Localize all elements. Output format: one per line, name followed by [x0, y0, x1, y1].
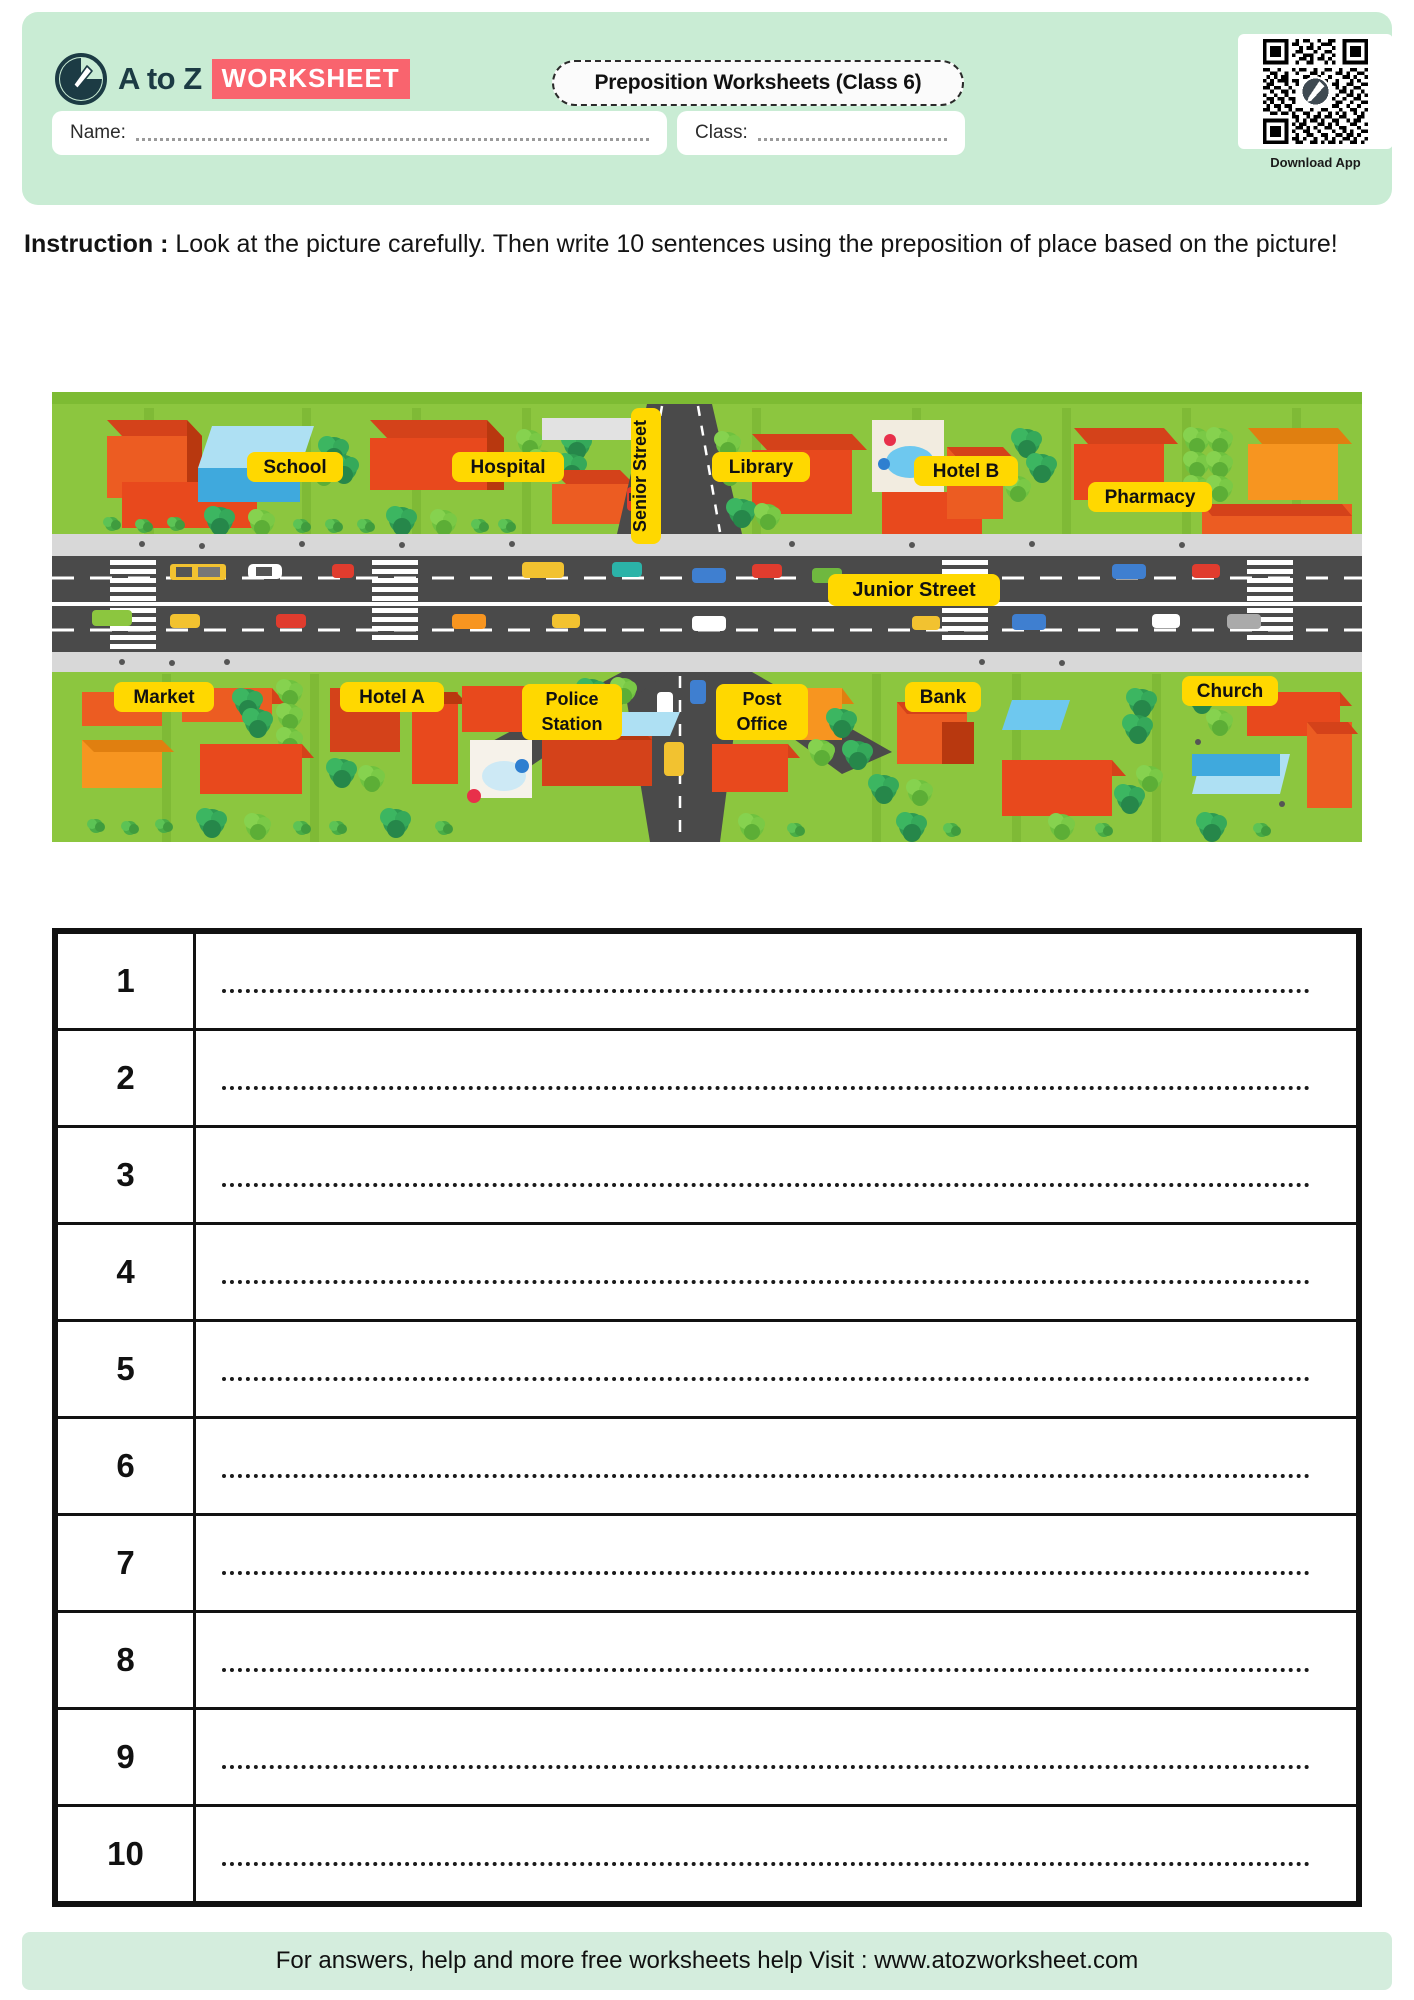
page-footer: For answers, help and more free workshee…	[22, 1932, 1392, 1990]
download-app-caption: Download App	[1270, 155, 1361, 170]
worksheet-title-badge: Preposition Worksheets (Class 6)	[552, 60, 964, 106]
table-row: 8	[55, 1610, 1359, 1710]
table-row: 2	[55, 1028, 1359, 1128]
map-label-hotel-a: Hotel A	[340, 682, 444, 712]
instruction-prefix: Instruction :	[24, 230, 169, 258]
answer-row-number: 4	[55, 1222, 196, 1322]
answer-dotted-line	[222, 1376, 1310, 1381]
table-row: 5	[55, 1319, 1359, 1419]
svg-text:Post: Post	[742, 689, 781, 709]
svg-text:Station: Station	[542, 714, 603, 734]
svg-text:Junior Street: Junior Street	[852, 579, 976, 601]
answer-input-cell[interactable]	[193, 1222, 1359, 1322]
answer-row-number: 3	[55, 1125, 196, 1225]
qr-code-icon	[1263, 39, 1368, 144]
answer-dotted-line	[222, 1667, 1310, 1672]
logo-text: A to Z	[118, 61, 202, 96]
table-row: 6	[55, 1416, 1359, 1516]
answer-row-number: 1	[55, 931, 196, 1031]
table-row: 10	[55, 1804, 1359, 1904]
answer-dotted-line	[222, 1764, 1310, 1769]
answer-input-cell[interactable]	[193, 1028, 1359, 1128]
svg-text:Hotel A: Hotel A	[359, 687, 425, 708]
svg-text:School: School	[263, 457, 326, 478]
class-input-line[interactable]	[757, 138, 947, 141]
footer-text: For answers, help and more free workshee…	[275, 1947, 1139, 1974]
table-row: 1	[55, 931, 1359, 1031]
map-label-pharmacy: Pharmacy	[1088, 482, 1212, 512]
answer-input-cell[interactable]	[193, 1416, 1359, 1516]
svg-text:Hospital: Hospital	[471, 457, 546, 478]
answer-input-cell[interactable]	[193, 1804, 1359, 1904]
map-label-church: Church	[1182, 676, 1278, 706]
answer-dotted-line	[222, 1182, 1310, 1187]
answer-row-number: 2	[55, 1028, 196, 1128]
svg-text:Senior Street: Senior Street	[630, 420, 650, 532]
qr-code[interactable]	[1238, 34, 1393, 149]
table-row: 4	[55, 1222, 1359, 1322]
map-label-police-station: Police Station	[522, 684, 622, 740]
answer-row-number: 5	[55, 1319, 196, 1419]
name-field[interactable]: Name:	[52, 111, 667, 155]
instruction-text: Instruction : Look at the picture carefu…	[24, 228, 1384, 262]
map-label-hospital: Hospital	[452, 452, 564, 482]
answer-row-number: 7	[55, 1513, 196, 1613]
table-row: 3	[55, 1125, 1359, 1225]
answer-row-number: 9	[55, 1707, 196, 1807]
map-label-senior-street: Senior Street	[630, 408, 661, 544]
answer-dotted-line	[222, 1570, 1310, 1575]
answer-dotted-line	[222, 1861, 1310, 1866]
map-label-market: Market	[114, 682, 214, 712]
svg-text:Police: Police	[545, 689, 598, 709]
svg-text:Library: Library	[729, 457, 794, 478]
pen-circle-icon	[55, 53, 107, 105]
answer-input-cell[interactable]	[193, 1319, 1359, 1419]
class-field[interactable]: Class:	[677, 111, 965, 155]
name-input-line[interactable]	[135, 138, 649, 141]
logo-badge: WORKSHEET	[211, 59, 410, 99]
map-label-post-office: Post Office	[716, 684, 808, 740]
svg-text:Church: Church	[1197, 681, 1264, 702]
answer-row-number: 8	[55, 1610, 196, 1710]
svg-text:Pharmacy: Pharmacy	[1105, 487, 1196, 508]
answer-input-cell[interactable]	[193, 1707, 1359, 1807]
svg-text:Market: Market	[133, 687, 195, 708]
answer-dotted-line	[222, 1279, 1310, 1284]
map-label-hotel-b: Hotel B	[914, 456, 1018, 486]
answer-input-cell[interactable]	[193, 1125, 1359, 1225]
answer-input-cell[interactable]	[193, 1610, 1359, 1710]
instruction-body: Look at the picture carefully. Then writ…	[168, 230, 1338, 258]
svg-text:Bank: Bank	[920, 687, 967, 708]
svg-text:Office: Office	[736, 714, 787, 734]
town-map-image: Senior Street School Hospital Library Ho…	[52, 392, 1362, 842]
page-title: Preposition Worksheets (Class 6)	[594, 71, 922, 94]
brand-logo: A to Z WORKSHEET	[54, 52, 410, 106]
svg-text:Hotel B: Hotel B	[933, 461, 1000, 482]
answer-dotted-line	[222, 988, 1310, 993]
answer-input-cell[interactable]	[193, 1513, 1359, 1613]
answer-row-number: 10	[55, 1804, 196, 1904]
map-svg: Senior Street School Hospital Library Ho…	[52, 392, 1362, 842]
answer-dotted-line	[222, 1473, 1310, 1478]
map-label-library: Library	[712, 452, 810, 482]
answer-input-cell[interactable]	[193, 931, 1359, 1031]
map-label-school: School	[247, 452, 343, 482]
answer-row-number: 6	[55, 1416, 196, 1516]
map-label-junior-street: Junior Street	[828, 574, 1000, 606]
page-header: A to Z WORKSHEET Preposition Worksheets …	[22, 12, 1393, 205]
class-label: Class:	[695, 122, 748, 143]
map-label-bank: Bank	[905, 682, 981, 712]
table-row: 7	[55, 1513, 1359, 1613]
table-row: 9	[55, 1707, 1359, 1807]
answer-dotted-line	[222, 1085, 1310, 1090]
name-label: Name:	[70, 122, 126, 143]
